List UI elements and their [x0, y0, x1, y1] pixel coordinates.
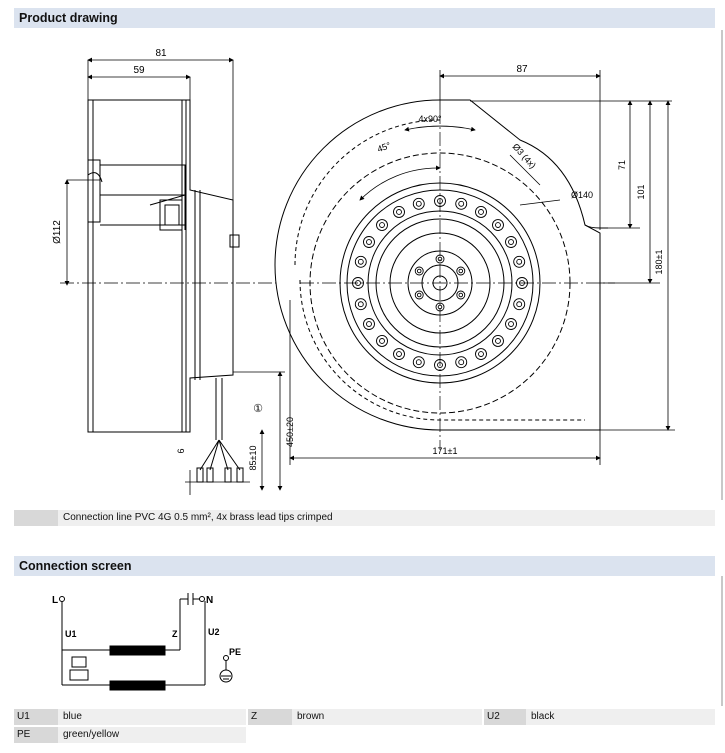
label-L: L [52, 595, 58, 606]
dim-71: 71 [617, 160, 627, 170]
front-view [274, 99, 608, 431]
label-U1: U1 [65, 629, 77, 639]
label-N: N [206, 595, 213, 606]
dim-87: 87 [516, 64, 528, 75]
conn-key-pe: PE [14, 727, 58, 743]
label-PE: PE [229, 647, 241, 657]
conn-key-z: Z [248, 709, 292, 725]
dim-101: 101 [636, 184, 646, 199]
hole-center [458, 268, 464, 274]
hole-center [415, 200, 422, 207]
conn-val-pe: green/yellow [58, 727, 246, 743]
page-edge-rule-2 [721, 576, 723, 706]
dim-81: 81 [155, 48, 167, 59]
table-row: PE green/yellow [14, 727, 715, 743]
hole-center [379, 338, 385, 344]
label-Z: Z [172, 629, 178, 639]
hole-center [458, 359, 465, 366]
dim-59: 59 [133, 65, 145, 76]
conn-val-z: brown [292, 709, 482, 725]
dim-180: 180±1 [654, 250, 664, 275]
wiring-schematic: L N U1 Z U2 PE [52, 593, 241, 691]
product-drawing-header: Product drawing [14, 8, 715, 28]
hole-center [516, 258, 523, 265]
product-drawing: 81 59 Ø112 450±20 85±10 6 ① [52, 48, 675, 495]
note-text: Connection line PVC 4G 0.5 mm², 4x brass… [63, 512, 333, 523]
hole-center [396, 209, 402, 215]
conn-key-u1: U1 [14, 709, 58, 725]
hole-center [416, 292, 422, 298]
hole-center [357, 258, 364, 265]
hole-center [416, 268, 422, 274]
hole-center [458, 292, 464, 298]
dim-4x90: 4x90° [418, 114, 442, 124]
dim-85: 85±10 [248, 446, 258, 471]
dim-112: Ø112 [52, 220, 63, 244]
hole-center [415, 359, 422, 366]
conn-val-u1: blue [58, 709, 246, 725]
hole-center [366, 321, 372, 327]
side-view [87, 99, 244, 483]
callout-1: ① [253, 403, 263, 415]
hole-center [379, 222, 385, 228]
page-edge-rule [721, 30, 723, 500]
hole-center [478, 209, 484, 215]
hole-center [516, 301, 523, 308]
table-row: U1 blue Z brown U2 black [14, 709, 715, 725]
hole-center [357, 301, 364, 308]
note-key-cell [14, 510, 58, 526]
hole-center [396, 351, 402, 357]
dim-45: 45° [376, 140, 393, 154]
hole-center [366, 239, 372, 245]
hole-center [458, 200, 465, 207]
connection-screen-header: Connection screen [14, 556, 715, 576]
hole-center [508, 321, 514, 327]
dim-140: Ø140 [571, 190, 593, 200]
hole-center [508, 239, 514, 245]
connection-line-note: Connection line PVC 4G 0.5 mm², 4x brass… [14, 510, 715, 526]
connection-screen-title: Connection screen [19, 559, 132, 573]
conn-key-u2: U2 [484, 709, 526, 725]
hole-center [478, 351, 484, 357]
hole-center [495, 222, 501, 228]
hole-center [495, 338, 501, 344]
dim-171: 171±1 [433, 446, 458, 456]
dim-6: 6 [176, 448, 186, 453]
conn-val-u2: black [526, 709, 715, 725]
product-drawing-title: Product drawing [19, 11, 118, 25]
label-U2: U2 [208, 627, 220, 637]
